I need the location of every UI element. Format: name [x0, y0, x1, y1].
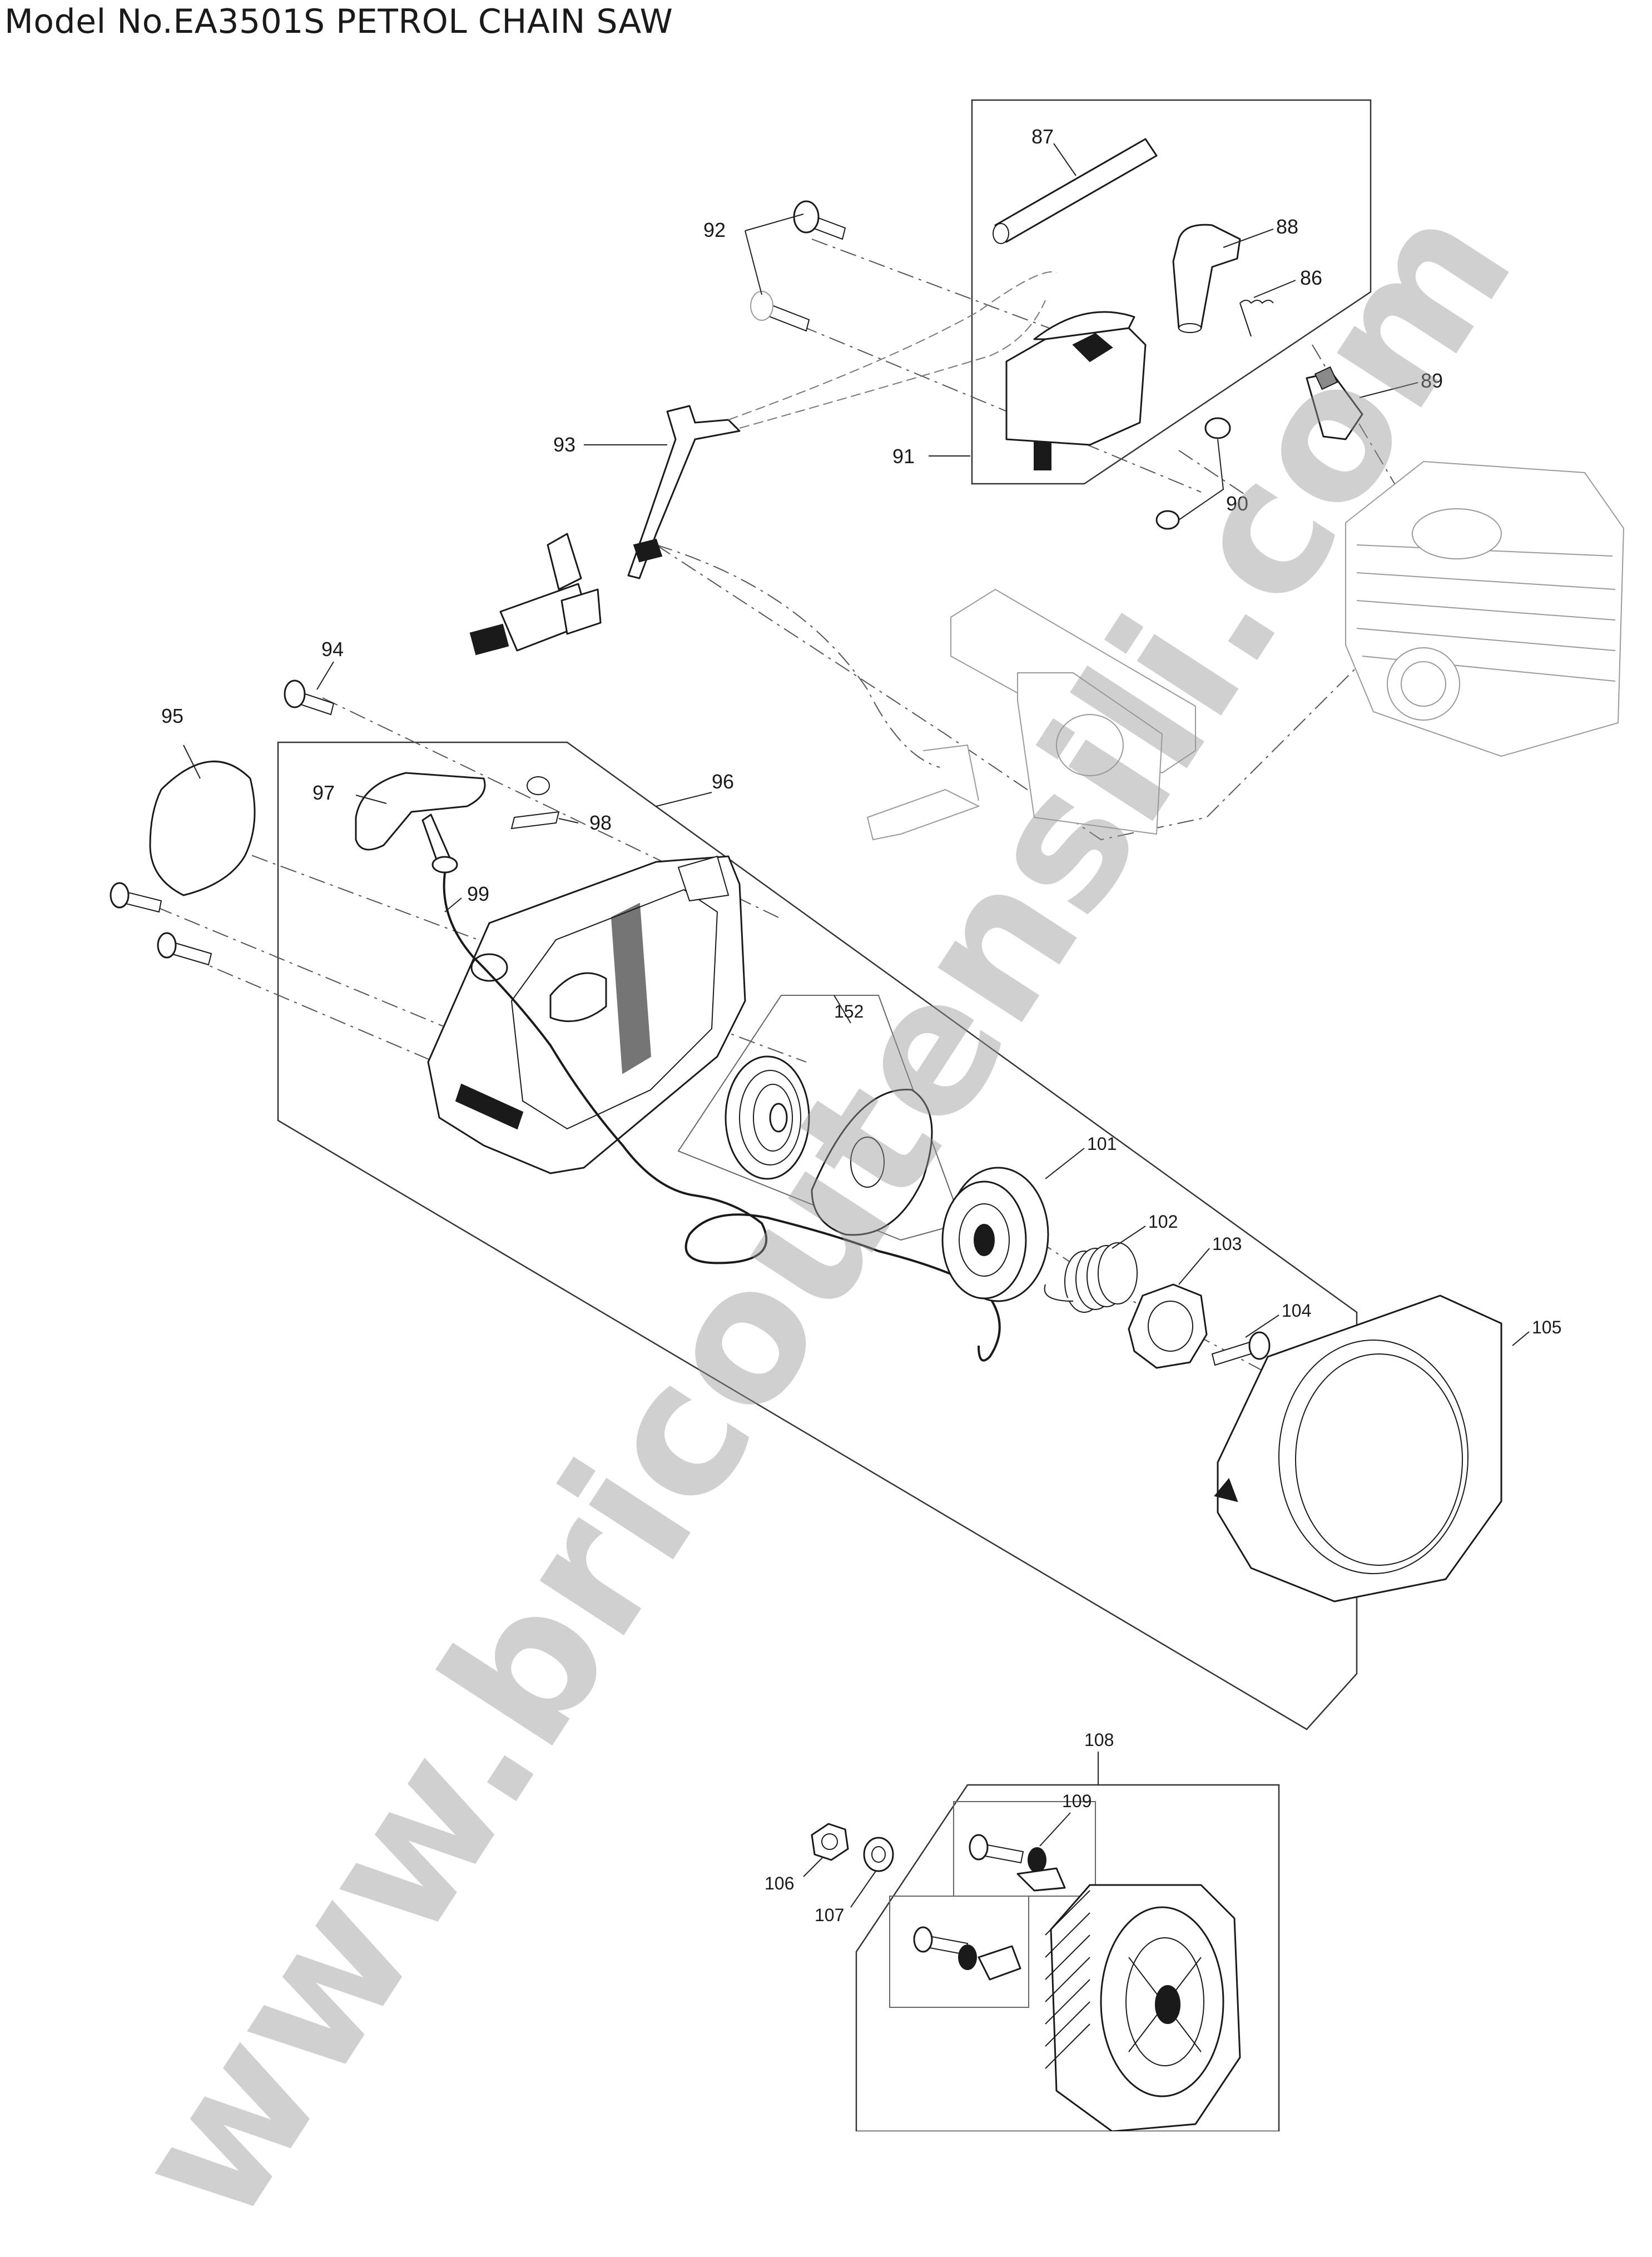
part-89-spark-plug — [1306, 366, 1363, 440]
part-labels: 87 88 86 89 90 91 92 93 94 95 96 97 98 9… — [161, 125, 1561, 1925]
label-103: 103 — [1212, 1234, 1242, 1254]
part-104-screw — [1211, 1331, 1271, 1366]
part-108-flywheel — [1045, 1884, 1241, 2131]
cylinder-context — [1345, 460, 1625, 757]
part-107-washer — [863, 1837, 894, 1872]
part-106-nut — [811, 1823, 849, 1861]
exploded-parts-diagram: 87 88 86 89 90 91 92 93 94 95 96 97 98 9… — [110, 99, 1625, 2131]
label-92: 92 — [703, 219, 726, 241]
starter-assembly-group-box — [277, 741, 1358, 1730]
label-99: 99 — [467, 882, 489, 905]
label-86: 86 — [1300, 266, 1322, 289]
label-96: 96 — [712, 770, 734, 793]
spring-subgroup-box — [677, 995, 963, 1241]
label-87: 87 — [1031, 125, 1054, 148]
label-105: 105 — [1532, 1317, 1561, 1337]
label-98: 98 — [589, 811, 612, 834]
leader-lines — [183, 143, 1530, 1908]
part-97-starter-handle — [355, 772, 486, 874]
label-109: 109 — [1062, 1791, 1092, 1811]
part-102-spring — [1044, 1242, 1138, 1313]
part-96-starter-housing — [427, 855, 746, 1174]
pawl-subgroup-box-lower — [889, 1896, 1029, 2008]
label-89: 89 — [1421, 369, 1443, 392]
label-91: 91 — [892, 445, 915, 468]
assembly-axis-lines — [127, 239, 1446, 1446]
part-95-cover-disc — [149, 761, 256, 896]
ignition-coil-group-box — [971, 99, 1372, 485]
part-90-grommets — [1155, 417, 1231, 530]
part-94-screw — [284, 679, 335, 716]
label-93: 93 — [553, 433, 576, 456]
part-93-stop-switch — [469, 271, 1057, 656]
flywheel-group-box — [855, 1784, 1280, 2131]
part-101-rope-reel — [941, 1167, 1049, 1302]
part-98-clip — [510, 776, 560, 830]
label-94: 94 — [321, 638, 344, 661]
page-title: Model No.EA3501S PETROL CHAIN SAW — [4, 2, 673, 41]
label-152: 152 — [834, 1001, 864, 1021]
label-104: 104 — [1282, 1301, 1311, 1321]
label-106: 106 — [765, 1873, 794, 1893]
part-152-recoil-spring — [725, 1055, 933, 1236]
label-108: 108 — [1084, 1730, 1114, 1750]
label-102: 102 — [1148, 1212, 1178, 1232]
label-97: 97 — [312, 781, 335, 804]
part-109-pawl-set — [913, 1834, 1066, 1981]
label-88: 88 — [1276, 215, 1298, 238]
part-103-ratchet — [1128, 1283, 1208, 1369]
label-90: 90 — [1226, 492, 1248, 515]
part-91-ignition-coil — [1005, 311, 1147, 470]
part-105-fan-housing — [1214, 1294, 1502, 1603]
label-95: 95 — [161, 705, 183, 727]
part-88-plug-cap — [1172, 224, 1241, 333]
label-101: 101 — [1087, 1134, 1117, 1154]
part-86-spring — [1239, 300, 1274, 337]
deflector-context — [866, 588, 1196, 841]
starter-housing-screws — [110, 882, 212, 966]
part-92-screws — [750, 200, 846, 332]
label-107: 107 — [815, 1905, 844, 1925]
part-87-tube — [993, 138, 1158, 244]
